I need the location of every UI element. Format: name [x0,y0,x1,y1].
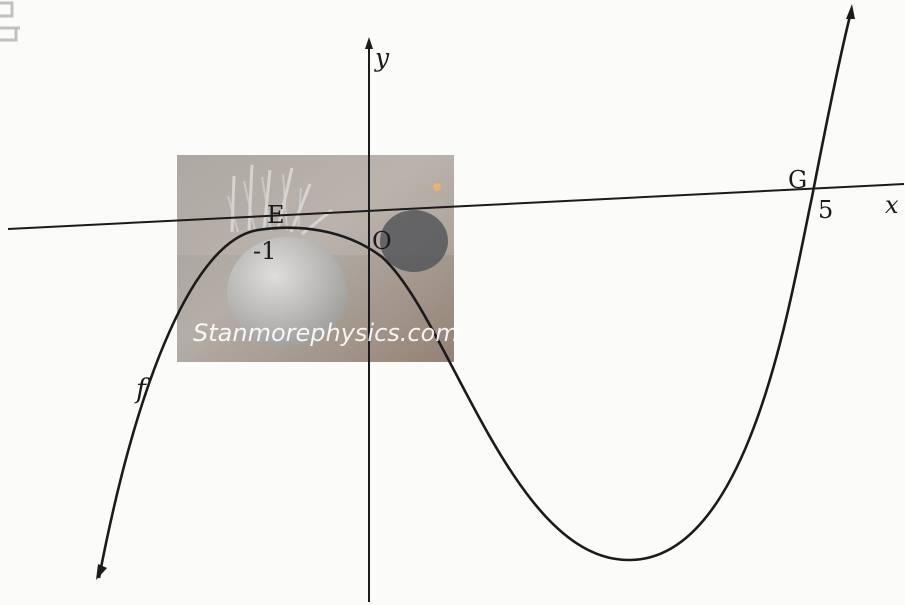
curve-start-arrow-icon [846,4,855,19]
corner-fragment-icon [0,1,20,42]
watermark-photo [177,155,454,362]
point-g-x-value: 5 [818,196,833,224]
origin-label: O [372,227,392,255]
curve-end-arrow-icon [96,564,107,580]
y-axis-arrow-icon [365,37,373,49]
y-axis-label: y [374,43,390,72]
point-g-label: G [788,166,807,194]
watermark-text: Stanmorephysics.com [193,319,459,347]
point-e-label: E [267,201,285,229]
function-curve [97,11,853,579]
x-axis-label: x [885,191,899,219]
x-axis [7,183,905,230]
point-e-x-value: -1 [253,237,276,265]
